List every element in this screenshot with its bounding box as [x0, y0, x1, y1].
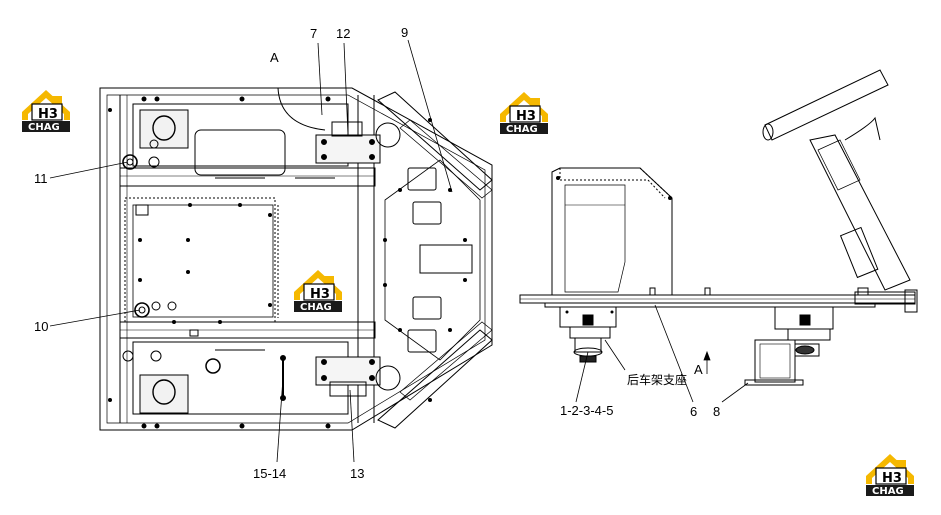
label-rear-support: 后车架支座	[627, 372, 687, 387]
logo-watermark: H3 CHAG	[499, 91, 549, 135]
leader-lines-top	[49, 39, 453, 463]
logo-watermark: H3 CHAG	[865, 453, 915, 497]
label-7: 7	[310, 26, 317, 41]
leader-lines-side	[575, 304, 749, 403]
part-9-plate	[384, 159, 481, 361]
label-a-top: A	[270, 50, 279, 65]
label-6: 6	[690, 404, 697, 419]
label-10: 10	[34, 319, 48, 334]
label-13: 13	[350, 466, 364, 481]
svg-text:H3: H3	[38, 107, 58, 122]
side-view	[519, 69, 918, 386]
part-10-bolt	[134, 302, 150, 318]
logo-watermark: H3 CHAG	[293, 269, 343, 313]
label-1-2-3-4-5: 1-2-3-4-5	[560, 403, 613, 418]
svg-text:CHAG: CHAG	[506, 124, 538, 135]
svg-text:CHAG: CHAG	[28, 122, 60, 133]
frame-outline	[99, 87, 493, 431]
svg-text:H3: H3	[310, 287, 330, 302]
svg-text:CHAG: CHAG	[300, 302, 332, 313]
svg-text:H3: H3	[882, 471, 902, 486]
logo-watermark: H3 CHAG	[21, 89, 71, 133]
label-a-side: A	[694, 362, 703, 377]
svg-text:H3: H3	[516, 109, 536, 124]
label-8: 8	[713, 404, 720, 419]
label-12: 12	[336, 26, 350, 41]
part-11-bolt	[122, 154, 138, 170]
label-11: 11	[34, 171, 48, 186]
top-view	[99, 87, 493, 431]
label-15-14: 15-14	[253, 466, 286, 481]
svg-text:CHAG: CHAG	[872, 486, 904, 497]
label-9: 9	[401, 25, 408, 40]
